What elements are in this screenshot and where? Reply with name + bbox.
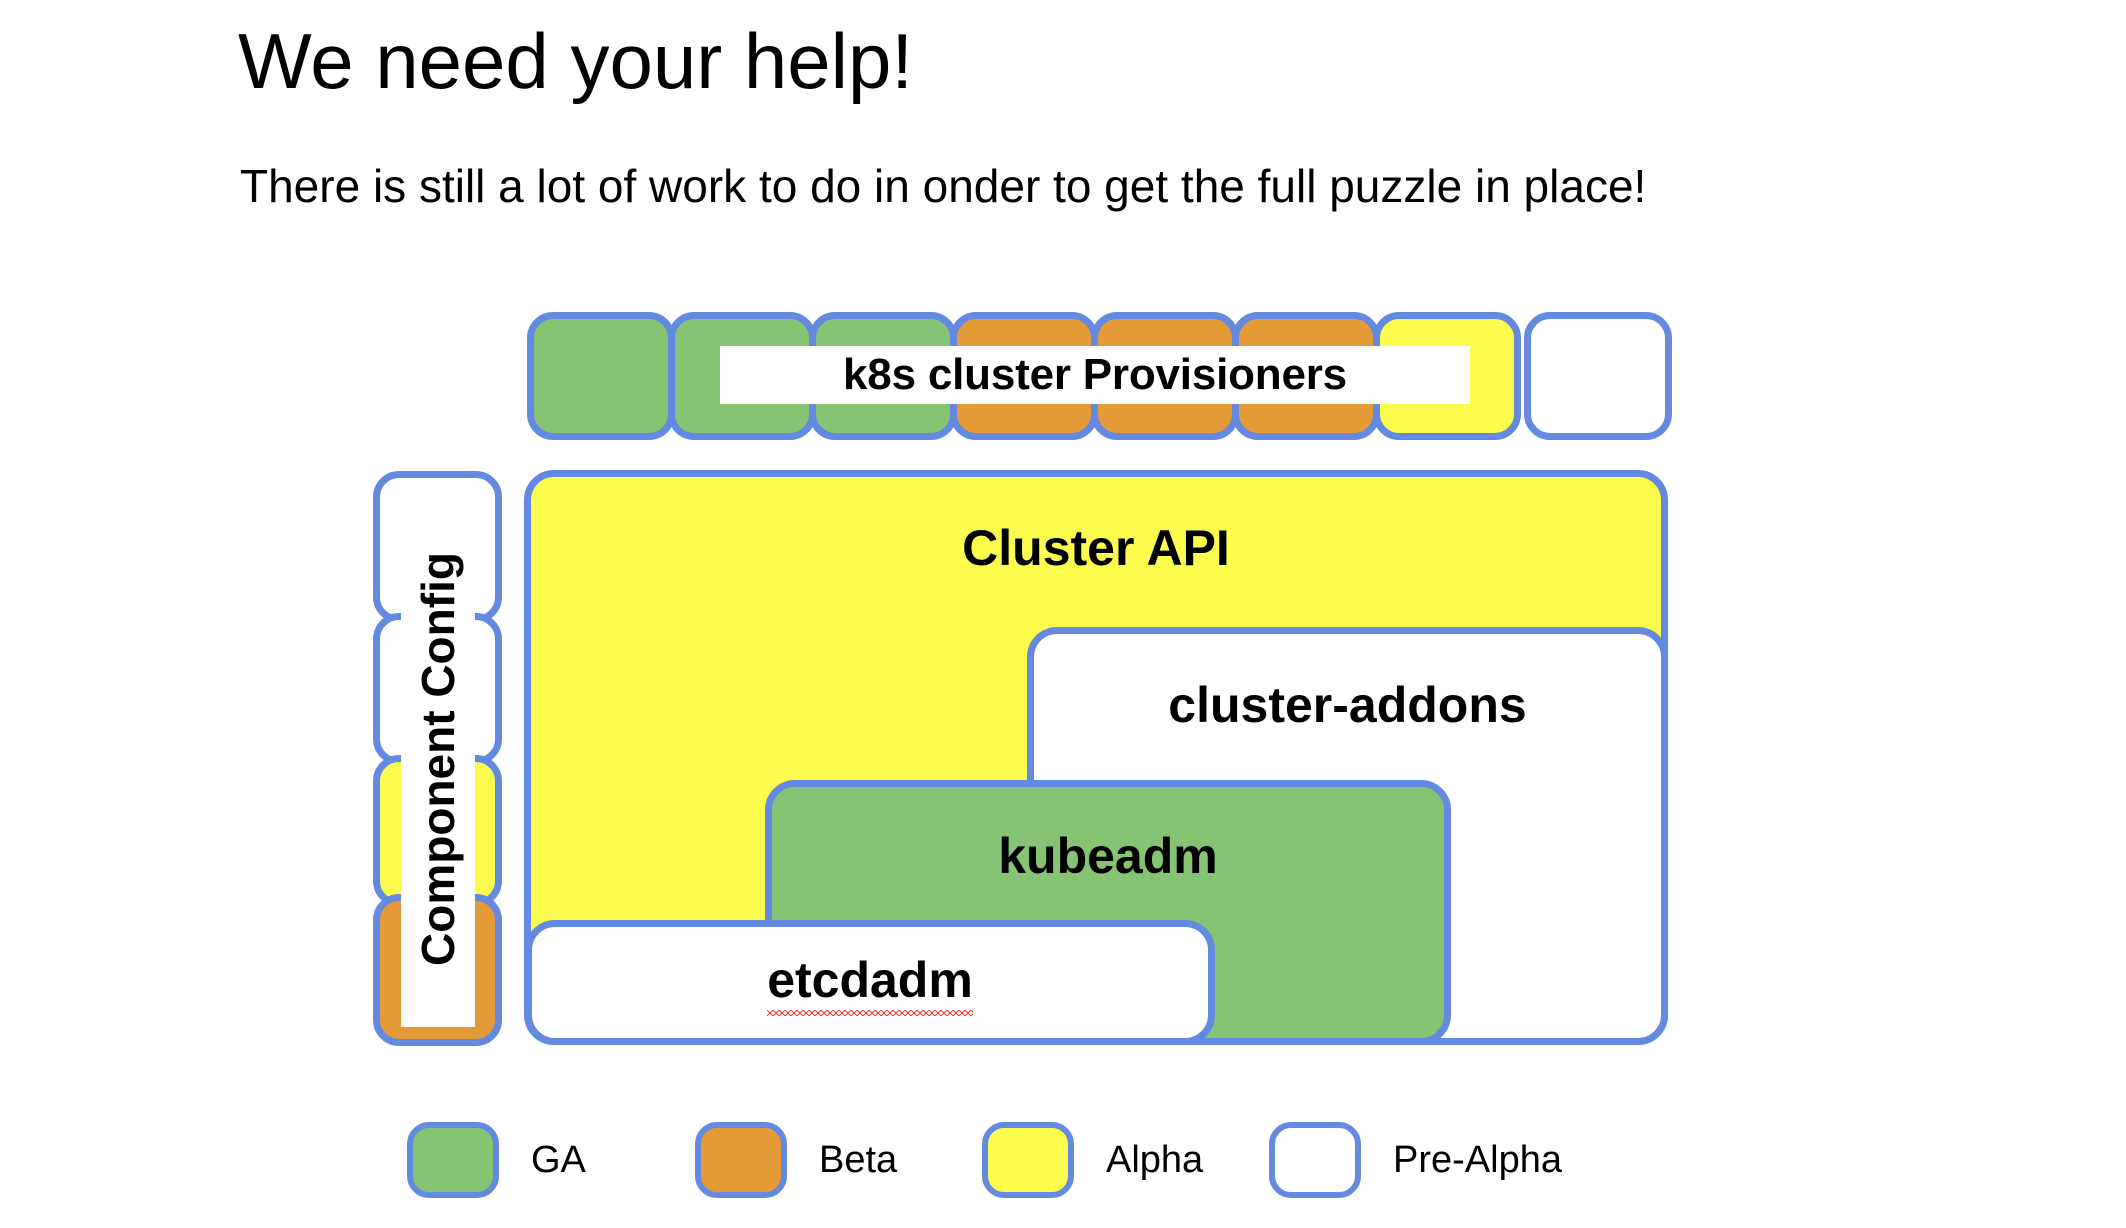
legend-item-ga: GA	[407, 1122, 586, 1198]
legend-label-alpha: Alpha	[1106, 1138, 1204, 1181]
legend-item-alpha: Alpha	[982, 1122, 1203, 1198]
legend-label-pre-alpha: Pre-Alpha	[1393, 1138, 1562, 1181]
legend-label-beta: Beta	[819, 1138, 898, 1181]
etcdadm-label-wrap: etcdadm	[532, 951, 1208, 1009]
legend-item-pre-alpha: Pre-Alpha	[1269, 1122, 1562, 1198]
legend-item-beta: Beta	[695, 1122, 897, 1198]
provisioner-caption: k8s cluster Provisioners	[720, 346, 1470, 404]
component-config-column: Component Config	[373, 471, 502, 1046]
page-title: We need your help!	[238, 17, 913, 105]
cluster-api-label: Cluster API	[962, 520, 1230, 576]
provisioner-cell-1	[527, 312, 675, 440]
provisioner-cell-8	[1524, 312, 1672, 440]
cluster-addons-label: cluster-addons	[1168, 677, 1527, 733]
component-config-caption: Component Config	[401, 491, 475, 1027]
legend-swatch-pre-alpha	[1269, 1122, 1361, 1198]
etcdadm-box: etcdadm	[525, 920, 1215, 1045]
page-subtitle: There is still a lot of work to do in on…	[240, 160, 1647, 212]
legend-swatch-ga	[407, 1122, 499, 1198]
legend-swatch-beta	[695, 1122, 787, 1198]
legend-swatch-alpha	[982, 1122, 1074, 1198]
component-config-label: Component Config	[412, 552, 465, 966]
legend: GA Beta Alpha Pre-Alpha	[407, 1122, 1657, 1198]
kubeadm-label: kubeadm	[998, 828, 1218, 884]
legend-label-ga: GA	[531, 1138, 586, 1181]
provisioner-row: k8s cluster Provisioners	[527, 312, 1672, 440]
etcdadm-label: etcdadm	[767, 952, 973, 1012]
